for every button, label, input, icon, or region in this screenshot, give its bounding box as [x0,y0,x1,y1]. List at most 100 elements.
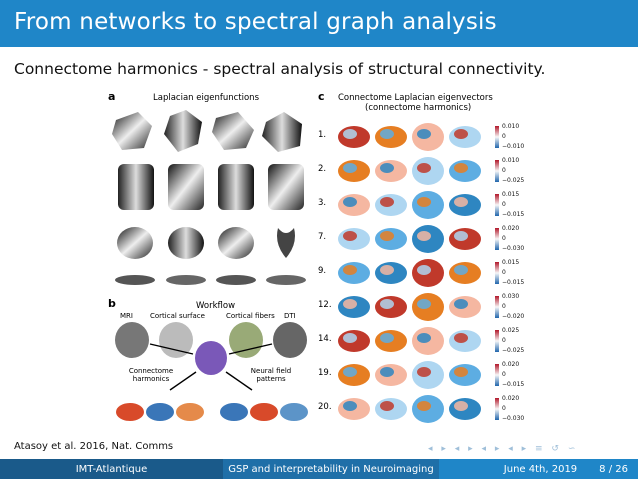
panel-a-title: Laplacian eigenfunctions [153,93,259,103]
colorbar-tick: 0.030 [502,293,520,300]
brain-views-row [338,225,481,253]
mode-label: 9. [318,266,327,276]
colorbar-tick: 0.010 [502,157,520,164]
brain-view-patch [417,333,431,343]
colorbar-tick: −0.015 [502,279,525,286]
panel-b-title: Workflow [196,301,236,311]
brain-views-row [338,123,481,151]
colorbar [495,262,499,284]
panel-b-label: b [108,297,116,310]
mri-label: MRI [120,312,133,320]
brain-view-patch [380,265,394,275]
mode-label: 19. [318,368,332,378]
beamer-navigation-icons[interactable]: ◂ ▸ ◂ ▸ ◂ ▸ ◂ ▸ ≡ ↺ ∽ [428,444,579,454]
brain-view-patch [343,129,357,139]
colorbar [495,228,499,250]
brain-view-patch [454,265,468,275]
brain-views-row [338,259,481,287]
brain-view-patch [380,163,394,173]
citation: Atasoy et al. 2016, Nat. Comms [14,441,174,452]
brain-views-row [338,361,481,389]
dti-label: DTI [284,312,296,320]
brain-view-patch [417,367,431,377]
brain-view-patch [417,197,431,207]
brain-view-patch [454,401,468,411]
colorbar-tick: −0.020 [502,313,525,320]
mode-label: 3. [318,198,327,208]
brain-view-patch [417,231,431,241]
colorbar-tick: 0 [502,269,506,276]
footer-page-number: 8 / 26 [599,463,628,475]
brain-view-patch [454,129,468,139]
colorbar-tick: −0.025 [502,347,525,354]
colorbar [495,194,499,216]
row3-shapes [117,227,295,259]
footer-bar: IMT-Atlantique GSP and interpretability … [0,459,638,479]
footer-institution: IMT-Atlantique [0,459,223,479]
mode-label: 12. [318,300,332,310]
colorbar-tick: −0.030 [502,415,525,422]
brain-view-patch [343,163,357,173]
colorbar [495,398,499,420]
brain-view-patch [417,265,431,275]
row2-shapes [118,164,304,210]
colorbar [495,126,499,148]
figure: a Laplacian eigenfunctions [108,90,528,432]
slide-title: From networks to spectral graph analysis [14,9,497,35]
colorbar-tick: 0 [502,201,506,208]
brain-view-patch [380,231,394,241]
workflow-diagram [115,322,308,421]
colorbar [495,364,499,386]
brain-view-patch [417,163,431,173]
brain-views-row [338,191,481,219]
brain-view-patch [380,299,394,309]
footer-talk-title: GSP and interpretability in Neuroimaging [223,459,439,479]
colorbar [495,330,499,352]
brain-view-patch [454,299,468,309]
brain-view-patch [454,333,468,343]
colorbar-tick: 0.010 [502,123,520,130]
brain-view-patch [417,401,431,411]
mode-label: 1. [318,130,327,140]
brain-view-patch [343,231,357,241]
brain-view-patch [417,129,431,139]
brain-view-patch [343,197,357,207]
colorbar [495,296,499,318]
brain-view-patch [343,333,357,343]
brain-view-patch [380,401,394,411]
brain-view-patch [380,129,394,139]
colorbar-tick: 0.020 [502,361,520,368]
cortical-fibers-label: Cortical fibers [226,312,275,320]
panel-c-title-line2: (connectome harmonics) [365,103,472,113]
brain-views-row [338,395,481,423]
colorbar-tick: 0 [502,167,506,174]
connectome-harmonics-label: Connectome harmonics [128,367,174,383]
neural-field-label: Neural field patterns [250,367,292,383]
brain-view-patch [454,367,468,377]
panel-c-label: c [318,90,325,103]
brain-views-row [338,293,481,321]
colorbar-tick: 0 [502,405,506,412]
mode-label: 14. [318,334,332,344]
mode-label: 2. [318,164,327,174]
colorbar-tick: 0.015 [502,191,520,198]
colorbar-tick: 0 [502,235,506,242]
brain-view-patch [454,163,468,173]
row4-shapes [115,275,306,285]
brain-view-patch [380,333,394,343]
cortical-surface-label: Cortical surface [150,312,205,320]
colorbar-tick: −0.015 [502,211,525,218]
colorbar-tick: −0.030 [502,245,525,252]
colorbar-tick: 0.020 [502,225,520,232]
footer-date: June 4th, 2019 [503,463,578,475]
brain-view-patch [454,197,468,207]
colorbar-tick: 0 [502,337,506,344]
colorbar-tick: −0.010 [502,143,525,150]
colorbar-tick: 0.020 [502,395,520,402]
colorbar-tick: 0 [502,133,506,140]
eigenfunction-shapes [112,110,306,285]
brain-view-patch [343,367,357,377]
brain-views-row [338,157,481,185]
brain-view-patch [454,231,468,241]
brain-views-row [338,327,481,355]
